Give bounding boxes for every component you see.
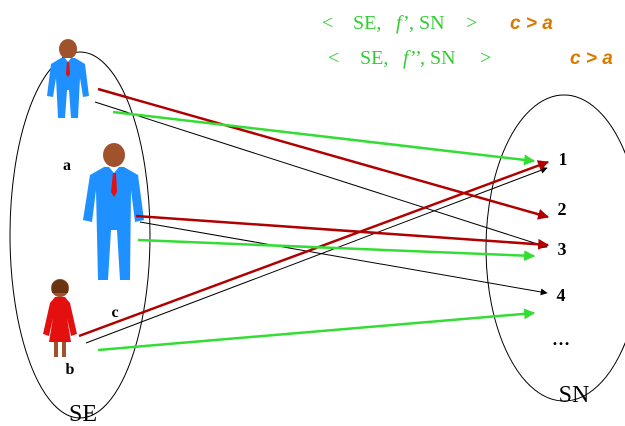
sn-item-2: 2 [558, 199, 567, 219]
header-1-f: f [396, 12, 404, 34]
person-b-woman-icon [43, 279, 77, 357]
sn-item-1: 1 [559, 149, 568, 169]
se-set-label: SE [69, 401, 97, 426]
header-2-open: < [328, 47, 339, 69]
sn-item-4: 4 [557, 285, 566, 305]
header-line-1: < SE, f ’ , SN > c > a [322, 12, 553, 34]
green-arrow-b-to-4 [97, 308, 536, 352]
header-1-condition: c > a [510, 13, 553, 34]
header-line-2: < SE, f ’’ , SN > c > a [328, 47, 613, 69]
header-2-close: > [480, 47, 491, 69]
header-2-se: SE, [360, 47, 388, 69]
black-arrow-b-to-1 [85, 166, 548, 344]
header-2-prime: ’’ [410, 47, 422, 69]
header-1-open: < [322, 12, 333, 34]
sn-items: 1 2 3 4 … [552, 149, 570, 349]
red-arrow-b-to-1 [78, 160, 550, 338]
black-mapping-arrows [85, 101, 548, 344]
person-a-label: a [63, 157, 71, 174]
person-c-man-icon [83, 143, 144, 280]
header-2-sn: , SN [420, 47, 456, 69]
black-arrow-c-to-4 [139, 221, 548, 296]
header-1-sn: , SN [409, 12, 445, 34]
person-c-label: c [111, 304, 118, 321]
header-1-close: > [466, 12, 477, 34]
black-arrow-a-to-3 [94, 101, 548, 249]
sn-item-3: 3 [558, 239, 567, 259]
sn-item-ellipsis: … [552, 329, 570, 349]
person-a-man-icon [47, 39, 89, 118]
header-1-se: SE, [353, 12, 381, 34]
person-b-label: b [66, 361, 75, 378]
header-2-f: f [403, 47, 411, 69]
red-arrow-a-to-2 [97, 87, 550, 220]
red-arrow-c-to-3 [135, 214, 550, 250]
red-mapping-arrows [78, 87, 550, 338]
se-set-ellipse [9, 51, 151, 419]
green-arrow-c-to-3 [137, 238, 536, 262]
green-mapping-arrows [97, 110, 536, 352]
header-1-prime: ’ [403, 12, 410, 34]
header-2-condition: c > a [570, 48, 613, 69]
green-arrow-a-to-1 [112, 110, 536, 166]
sn-set-ellipse [485, 94, 625, 402]
sn-set-label: SN [559, 382, 590, 408]
